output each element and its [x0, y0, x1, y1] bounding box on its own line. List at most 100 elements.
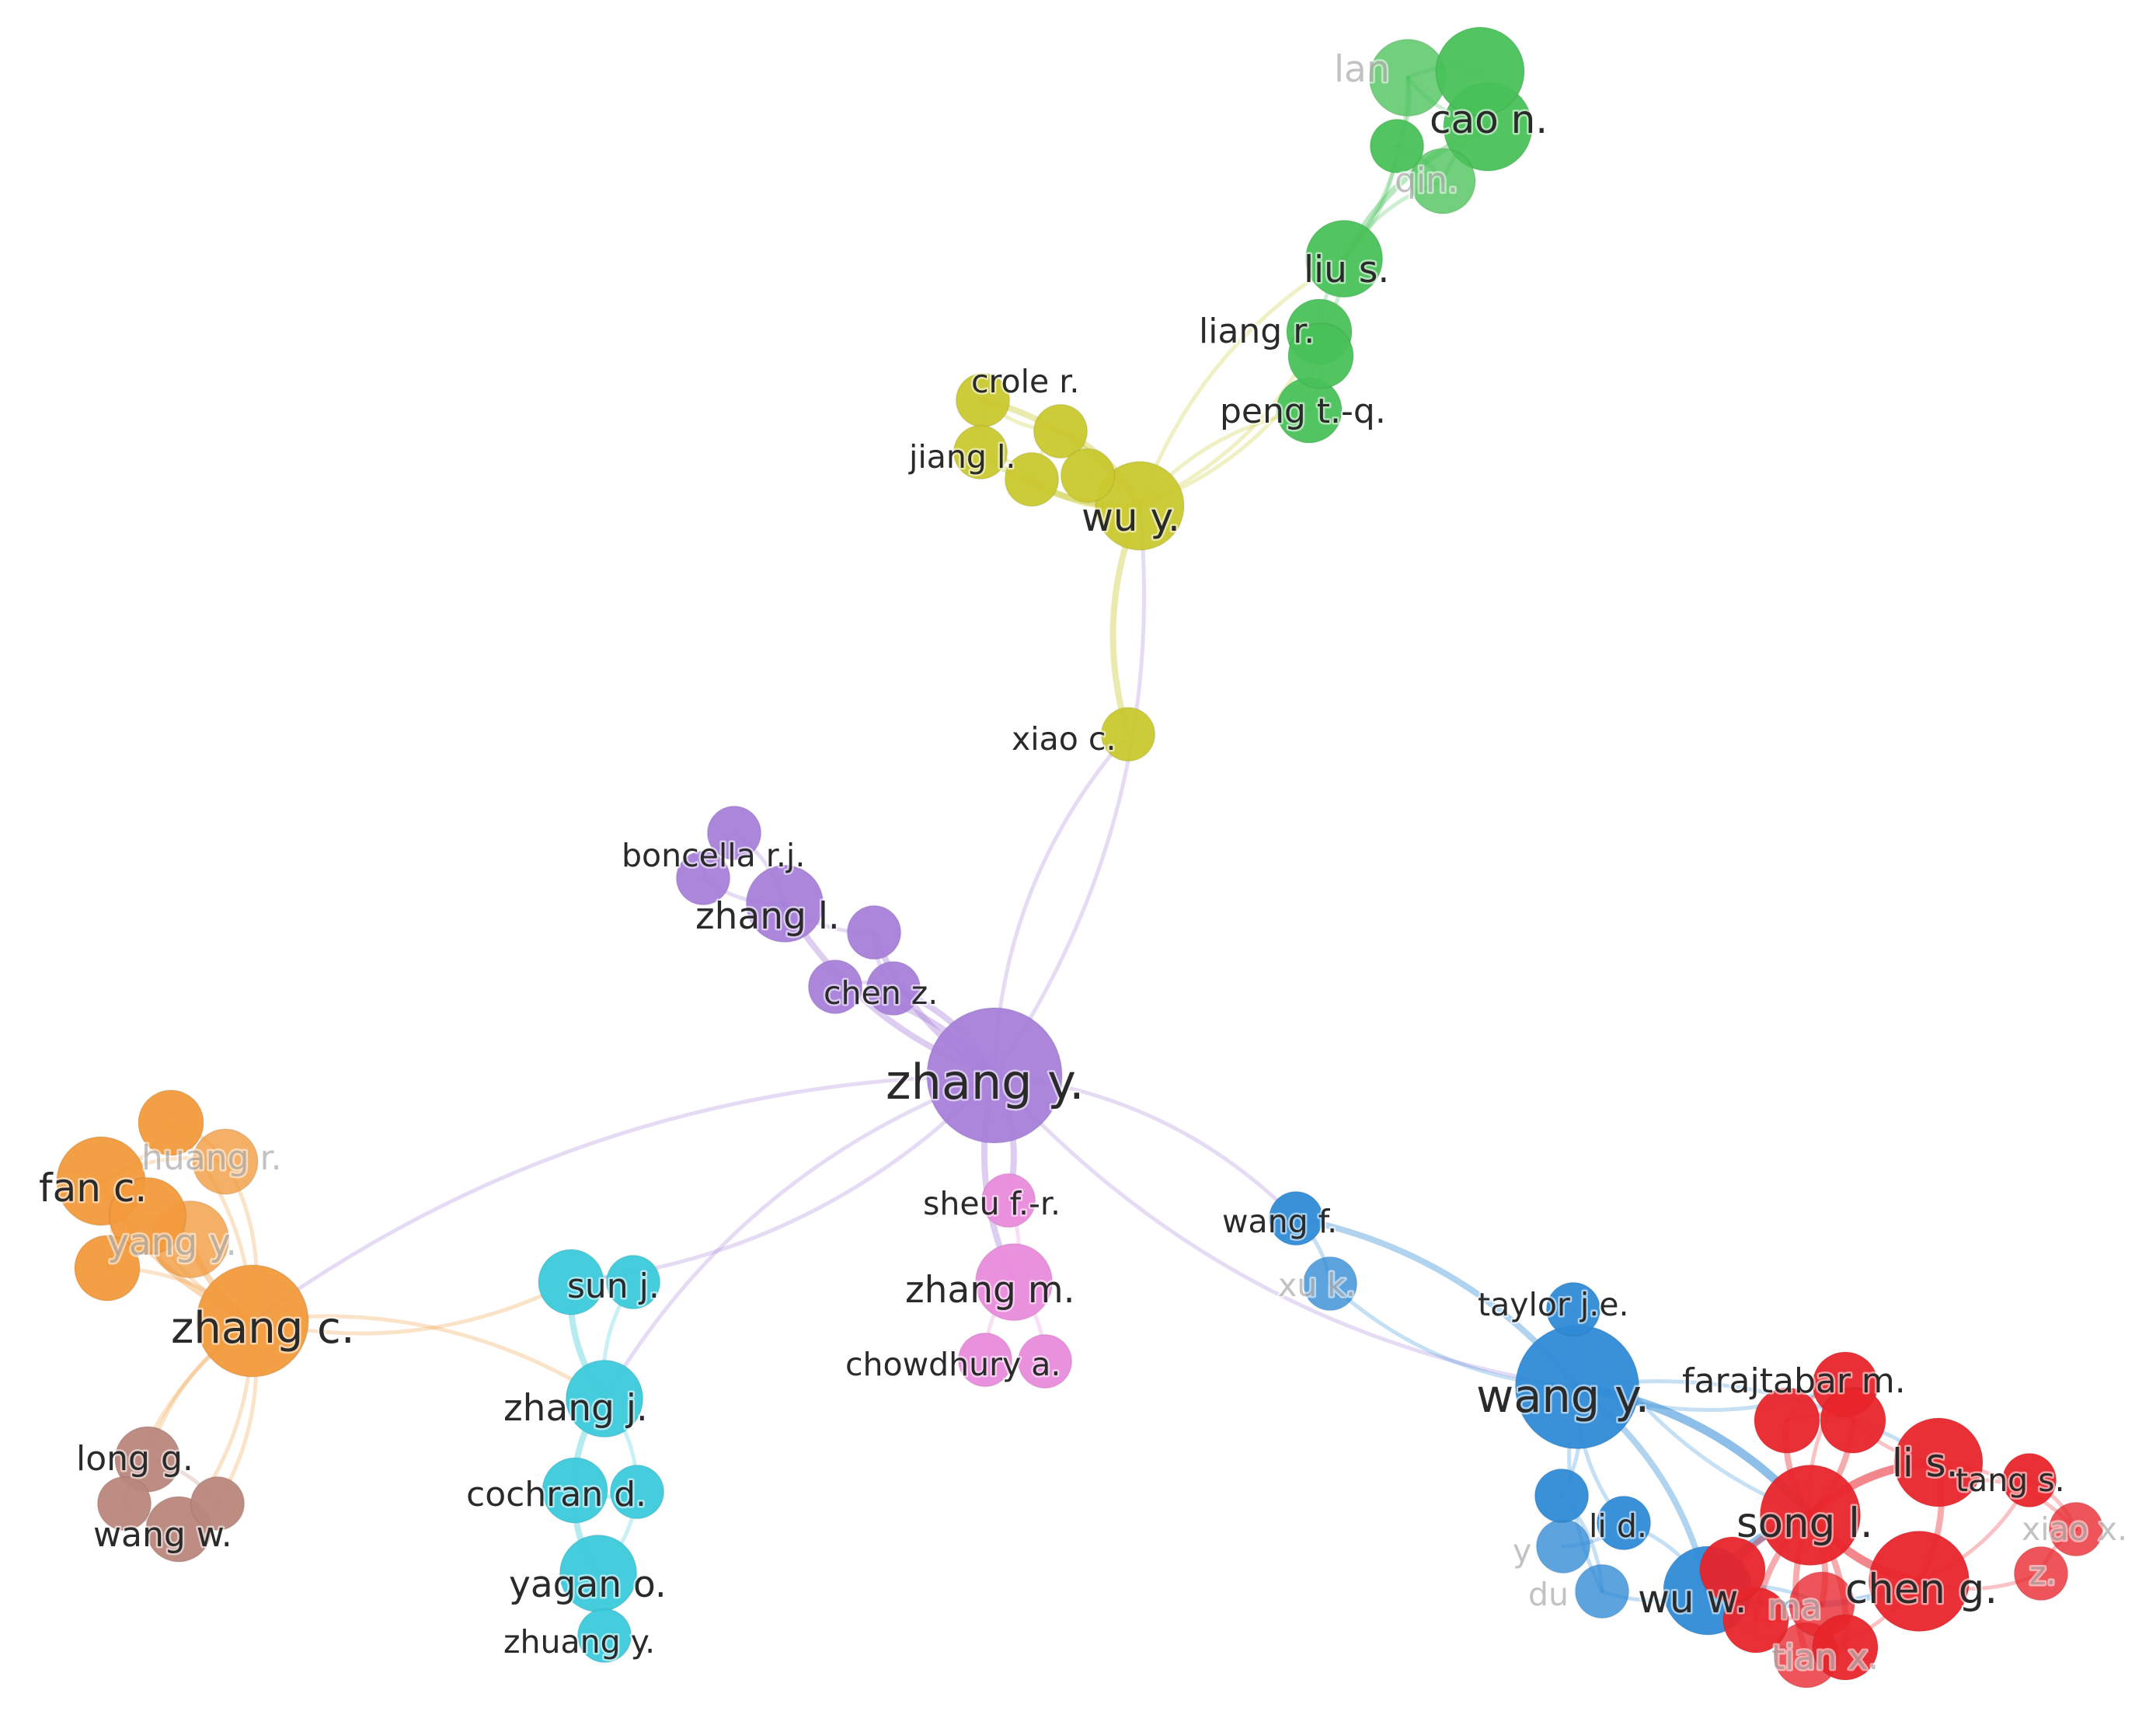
node-b-a[interactable] [96, 1476, 152, 1532]
label-yagan: yagan o. [509, 1563, 667, 1606]
label-taylor: taylor j.e. [1478, 1286, 1629, 1323]
edge-zhang_y-zhang_j [602, 1073, 997, 1401]
node-chen-g[interactable] [1868, 1530, 1970, 1633]
node-qin[interactable] [1409, 148, 1476, 214]
label-wang-f: wang f. [1222, 1203, 1337, 1240]
label-farajtabar: farajtabar m. [1682, 1361, 1906, 1401]
node-k-a[interactable] [1017, 1333, 1073, 1389]
label-li-s: li s. [1892, 1441, 1959, 1486]
label-du: du [1528, 1576, 1569, 1613]
node-g-a[interactable] [1435, 26, 1525, 117]
label-tian-x: tian x. [1771, 1638, 1879, 1678]
node-tang-s[interactable] [2001, 1452, 2057, 1508]
label-wang-w: wang w. [93, 1515, 232, 1555]
node-li-s[interactable] [1893, 1417, 1984, 1507]
label-chen-g: chen g. [1845, 1566, 1998, 1613]
node-p-a[interactable] [706, 805, 762, 861]
node-bl-a[interactable] [1534, 1468, 1590, 1524]
label-song-l: song l. [1736, 1500, 1873, 1547]
label-qin: qin. [1395, 161, 1458, 200]
node-r-b[interactable] [1820, 1387, 1886, 1454]
node-y-a[interactable] [1033, 403, 1088, 459]
node-p-b[interactable] [846, 904, 902, 960]
node-xiao[interactable] [1100, 706, 1156, 762]
label-xiao: xiao c. [1012, 720, 1116, 758]
node-zhang-c[interactable] [196, 1264, 309, 1378]
label-fan-c: fan c. [39, 1166, 147, 1211]
edge-wu_y-liu_s [1137, 256, 1346, 508]
label-huang-r: huang r. [141, 1138, 282, 1178]
node-o-c[interactable] [74, 1235, 141, 1302]
label-liang: liang r. [1199, 312, 1315, 351]
label-peng: peng t.-q. [1220, 392, 1386, 431]
node-c-a[interactable] [605, 1254, 661, 1310]
node-r-d[interactable] [1812, 1614, 1879, 1681]
label-cochran: cochran d. [466, 1475, 646, 1514]
node-o-a[interactable] [138, 1089, 204, 1156]
node-chowdhury[interactable] [957, 1332, 1013, 1388]
node-xu-k[interactable] [1302, 1256, 1358, 1312]
node-sun-j[interactable] [538, 1249, 604, 1316]
node-r-e[interactable] [1699, 1536, 1766, 1603]
label-zhang-l: zhang l. [695, 895, 840, 938]
label-liu-s: liu s. [1304, 249, 1389, 291]
node-g-b[interactable] [1369, 118, 1425, 174]
node-g-c[interactable] [1287, 322, 1354, 389]
label-z-r: z. [2029, 1555, 2057, 1592]
node-zhang-l[interactable] [745, 864, 824, 943]
node-y-c[interactable] [1060, 448, 1116, 504]
label-zhang-y: zhang y. [886, 1054, 1085, 1110]
label-zhuang: zhuang y. [503, 1623, 655, 1661]
node-jiang[interactable] [953, 424, 1008, 480]
node-p-c[interactable] [866, 960, 921, 1016]
label-wu-y: wu y. [1081, 495, 1180, 540]
label-bl-y: y [1513, 1532, 1531, 1570]
node-wu-y[interactable] [1095, 461, 1185, 551]
node-song-l[interactable] [1759, 1464, 1862, 1566]
node-z-r[interactable] [2013, 1546, 2069, 1601]
edge-zhang_y-wang_y [992, 1073, 1580, 1389]
node-o-b[interactable] [108, 1176, 187, 1256]
edge-zhang_y-zhang_c [250, 1073, 997, 1323]
node-liu-s[interactable] [1304, 219, 1384, 298]
node-c-b[interactable] [609, 1464, 665, 1520]
label-jiang: jiang l. [908, 438, 1015, 476]
label-sun-j: sun j. [567, 1267, 660, 1306]
label-lan: lan [1334, 48, 1390, 91]
node-wang-f[interactable] [1268, 1190, 1324, 1246]
label-long-g: long g. [76, 1439, 193, 1479]
label-zhang-c: zhang c. [171, 1303, 355, 1354]
node-sheu[interactable] [980, 1173, 1036, 1228]
label-crole: crole r. [971, 363, 1079, 400]
node-boncella[interactable] [675, 850, 731, 906]
label-tang-s: tang s. [1956, 1462, 2065, 1499]
label-xu-k: xu k. [1278, 1267, 1356, 1304]
label-chowdhury: chowdhury a. [845, 1346, 1061, 1383]
node-y-b[interactable] [1004, 451, 1060, 507]
node-huang-r[interactable] [192, 1128, 259, 1195]
label-cao-n: cao n. [1430, 97, 1548, 142]
node-cochran[interactable] [542, 1457, 608, 1524]
label-sheu: sheu f.-r. [923, 1185, 1061, 1222]
label-li-d: li d. [1589, 1507, 1647, 1545]
label-layer: zhang y. zhang l. boncella r.j. chen z. wu y… [37, 47, 2130, 1680]
node-r-a[interactable] [1754, 1387, 1820, 1454]
node-zhang-j[interactable] [565, 1359, 644, 1438]
node-b-b[interactable] [190, 1476, 246, 1532]
node-li-d[interactable] [1596, 1495, 1652, 1551]
node-zhuang[interactable] [576, 1608, 632, 1664]
label-ma: ma [1768, 1587, 1822, 1627]
node-chen-z[interactable] [807, 959, 863, 1015]
label-wang-y: wang y. [1476, 1369, 1649, 1423]
label-boncella: boncella r.j. [622, 837, 805, 874]
node-du[interactable] [1574, 1563, 1630, 1619]
label-wu-w: wu w. [1638, 1577, 1747, 1622]
label-chen-z: chen z. [824, 974, 938, 1012]
node-zhang-m[interactable] [974, 1242, 1054, 1322]
node-zhang-y[interactable] [926, 1007, 1063, 1144]
node-bl-y[interactable] [1535, 1518, 1591, 1574]
label-zhang-j: zhang j. [503, 1387, 648, 1430]
node-xiao-x[interactable] [2048, 1501, 2104, 1557]
node-taylor[interactable] [1545, 1281, 1601, 1337]
